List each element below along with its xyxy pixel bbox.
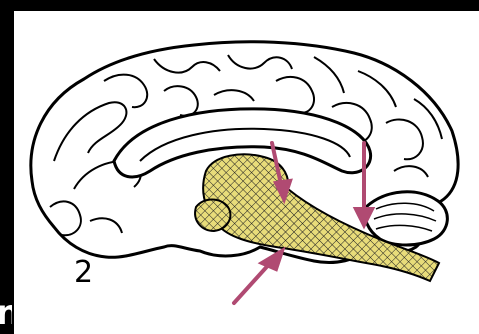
edge-letter: n <box>0 292 12 334</box>
arrow-icon <box>234 261 272 303</box>
pons-highlight <box>195 200 230 232</box>
figure-panel: 2 <box>14 11 479 334</box>
figure-number: 2 <box>74 255 93 291</box>
